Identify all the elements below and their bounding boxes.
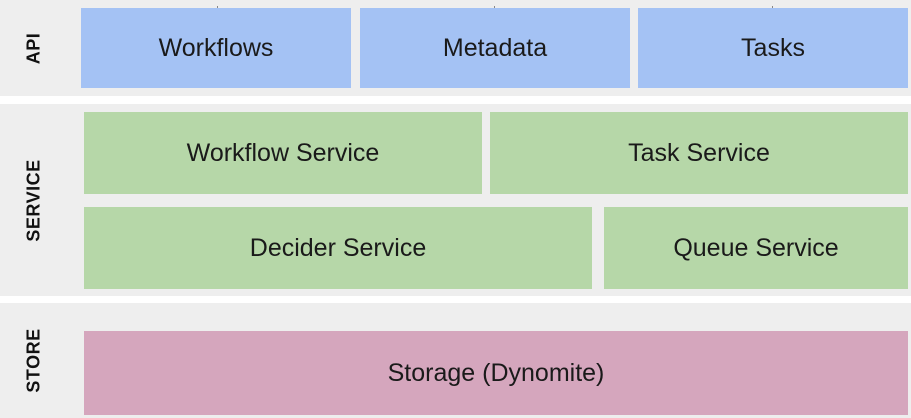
service-layer-label: SERVICE (0, 104, 68, 296)
store-layer-label: STORE (0, 303, 68, 418)
api-label-text: API (23, 32, 44, 64)
api-layer: API Workflows Metadata Tasks (0, 0, 911, 96)
storage-dynomite-box: Storage (Dynomite) (84, 331, 908, 415)
store-label-text: STORE (23, 328, 44, 393)
tasks-box: Tasks (638, 8, 908, 88)
decider-service-box: Decider Service (84, 207, 592, 289)
service-label-text: SERVICE (23, 158, 44, 242)
store-layer: STORE Storage (Dynomite) (0, 303, 911, 418)
workflows-box: Workflows (81, 8, 351, 88)
workflow-service-box: Workflow Service (84, 112, 482, 194)
queue-service-box: Queue Service (604, 207, 908, 289)
metadata-box: Metadata (360, 8, 630, 88)
task-service-box: Task Service (490, 112, 908, 194)
api-layer-label: API (0, 0, 68, 96)
service-layer: SERVICE Workflow Service Task Service De… (0, 104, 911, 296)
